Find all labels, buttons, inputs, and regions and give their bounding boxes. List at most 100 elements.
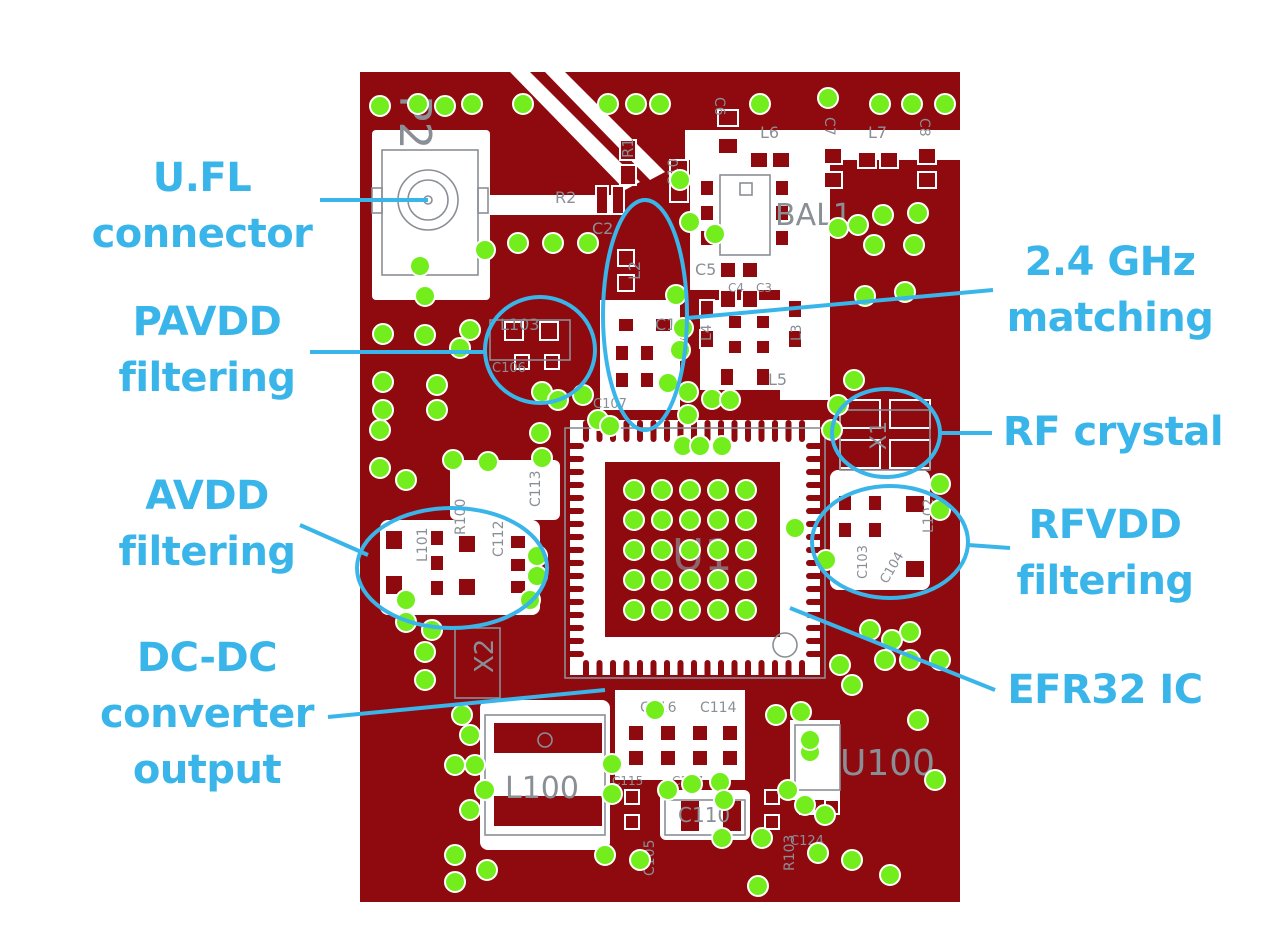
via xyxy=(807,842,829,864)
smd-pad xyxy=(639,371,655,389)
via xyxy=(657,779,679,801)
leader-lines xyxy=(299,198,1011,719)
via xyxy=(651,539,673,561)
smd-pad xyxy=(654,317,672,333)
smd-pad xyxy=(867,494,883,512)
via xyxy=(672,317,694,339)
u1-pin xyxy=(562,469,584,475)
u1-pin xyxy=(562,443,584,449)
avdd-ellipse xyxy=(355,506,549,630)
designator-c6: C6 xyxy=(711,97,727,116)
via xyxy=(409,255,431,277)
designator-c3: C3 xyxy=(756,281,772,295)
smd-pad xyxy=(764,814,780,830)
designator-c103: C103 xyxy=(856,545,871,579)
via xyxy=(704,223,726,245)
designator-l100: L100 xyxy=(505,771,579,806)
callout-efr32-line-1: EFR32 IC xyxy=(1007,667,1203,713)
u1-pin xyxy=(799,420,805,442)
smd-pad xyxy=(627,724,645,742)
u1-pin xyxy=(806,482,828,488)
via xyxy=(542,232,564,254)
designator-c7: C7 xyxy=(821,117,837,136)
via xyxy=(784,517,806,539)
via xyxy=(863,234,885,256)
u1-pin xyxy=(650,660,657,682)
via xyxy=(707,599,729,621)
callout-dcdc-output: DC-DC converter output xyxy=(82,630,332,798)
smd-pad xyxy=(727,339,743,355)
callout-rfvdd-line-2: filtering xyxy=(1016,558,1194,604)
smd-pad xyxy=(774,204,790,222)
u1-pin xyxy=(806,443,828,449)
designator-c114: C114 xyxy=(700,700,737,716)
callout-efr32-ic: EFR32 IC xyxy=(1000,662,1210,718)
smd-pad xyxy=(823,147,843,165)
via xyxy=(625,93,647,115)
smd-pad xyxy=(457,534,477,554)
smd-pad xyxy=(384,529,404,551)
smd-pad xyxy=(771,151,791,169)
via xyxy=(899,621,921,643)
via xyxy=(597,93,619,115)
via xyxy=(677,381,699,403)
via xyxy=(707,569,729,591)
callout-pavdd-filtering: PAVDD filtering xyxy=(92,294,322,406)
smd-pad xyxy=(492,794,604,828)
via xyxy=(719,389,741,411)
smd-pad xyxy=(384,574,404,596)
callout-2-4ghz-matching: 2.4 GHz matching xyxy=(995,234,1225,346)
smd-pad xyxy=(717,137,739,155)
u1-pin xyxy=(562,456,584,462)
via xyxy=(901,93,923,115)
u1-pin xyxy=(562,560,584,566)
u1-pin xyxy=(704,420,711,442)
u1-pin xyxy=(704,660,711,682)
via xyxy=(407,93,429,115)
via xyxy=(414,285,436,307)
designator-l101: L101 xyxy=(415,527,431,562)
via xyxy=(879,864,901,886)
via xyxy=(677,404,699,426)
via xyxy=(372,371,394,393)
via xyxy=(777,779,799,801)
via xyxy=(707,479,729,501)
u1-pin xyxy=(772,660,778,682)
via xyxy=(707,509,729,531)
via xyxy=(629,849,651,871)
via xyxy=(701,388,723,410)
via xyxy=(679,539,701,561)
via xyxy=(414,669,436,691)
via xyxy=(461,93,483,115)
via xyxy=(903,234,925,256)
u1-pin xyxy=(650,420,657,442)
u1-pin xyxy=(691,660,697,682)
smd-pad xyxy=(889,399,931,429)
via xyxy=(735,479,757,501)
smd-pad xyxy=(749,151,769,169)
via xyxy=(644,699,666,721)
u1-pin xyxy=(583,660,589,682)
designator-c5: C5 xyxy=(695,260,716,279)
smd-pad xyxy=(755,339,771,355)
matching-leader xyxy=(686,288,994,320)
callout-matching-line-1: 2.4 GHz xyxy=(1024,239,1196,285)
designator-c8: C8 xyxy=(916,118,932,137)
designator-c4: C4 xyxy=(728,281,744,295)
smd-pad xyxy=(659,724,677,742)
efr32-leader xyxy=(789,606,996,692)
matching-ellipse xyxy=(601,198,689,432)
via xyxy=(847,214,869,236)
smd-pad xyxy=(457,577,477,597)
via xyxy=(444,844,466,866)
via xyxy=(651,509,673,531)
smd-pad xyxy=(774,229,790,247)
smd-pad xyxy=(717,109,739,127)
via xyxy=(929,473,951,495)
via xyxy=(735,539,757,561)
via xyxy=(747,875,769,897)
callout-rf-crystal-line-1: RF crystal xyxy=(1002,409,1224,455)
smd-pad xyxy=(721,724,739,742)
via xyxy=(601,753,623,775)
u1-pin xyxy=(806,469,828,475)
